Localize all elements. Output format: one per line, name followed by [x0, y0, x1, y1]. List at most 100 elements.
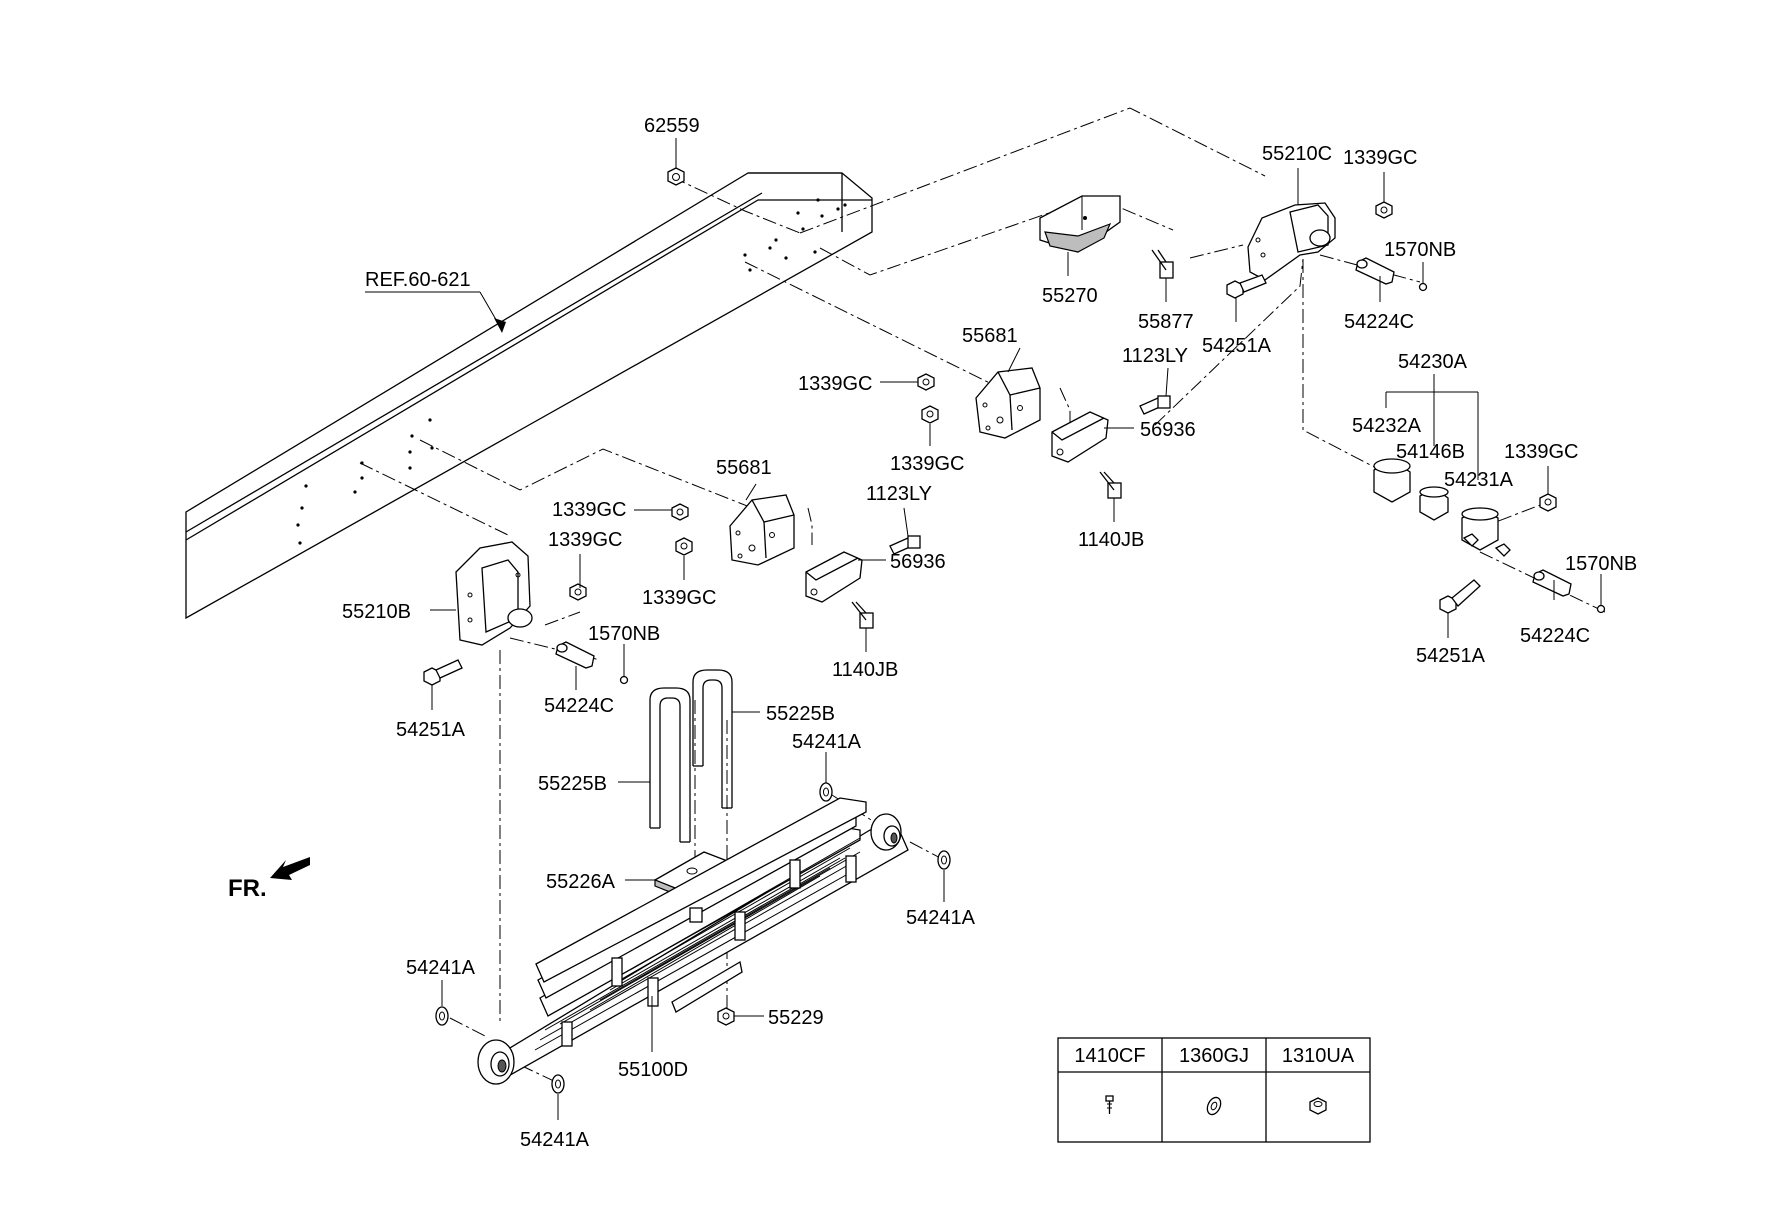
part-56936-lower [805, 551, 863, 603]
label-55226A: 55226A [546, 871, 616, 893]
label-1339GC-e: 1339GC [552, 499, 627, 521]
nut-1339GC-lower-a [671, 503, 689, 521]
label-54251A-a: 54251A [1202, 335, 1272, 357]
label-1123LY-a: 1123LY [1122, 345, 1188, 367]
nut-1339GC-right [1539, 493, 1557, 512]
label-55225B-a: 55225B [766, 703, 835, 725]
label-54241A-c: 54241A [406, 957, 476, 979]
label-54224C-b: 54224C [1520, 625, 1590, 647]
bolt-1140JB-upper [1099, 471, 1122, 499]
ubolt-55225B-left [649, 687, 691, 843]
label-55210C: 55210C [1262, 143, 1332, 165]
label-54241A-b: 54241A [906, 907, 976, 929]
group-bracket-54230A [1385, 374, 1479, 480]
label-1570NB-b: 1570NB [1565, 553, 1637, 575]
part-55681-upper [975, 367, 1041, 439]
part-55210B [455, 541, 533, 646]
label-54231A: 54231A [1444, 469, 1514, 491]
washer-54241A-front-bottom [551, 1074, 565, 1094]
label-62559: 62559 [644, 115, 700, 137]
label-1140JB-b: 1140JB [832, 659, 898, 681]
label-54230A: 54230A [1398, 351, 1468, 373]
part-55877 [1151, 249, 1174, 279]
washer-54241A-rear-top [819, 782, 833, 802]
label-54251A-b: 54251A [1416, 645, 1486, 667]
label-55681-b: 55681 [716, 457, 772, 479]
nut-1339GC-upper-b [921, 405, 939, 424]
label-54241A-d: 54241A [520, 1129, 590, 1151]
bolt-54251A-top [1226, 274, 1267, 299]
bolt-icon [1105, 1095, 1114, 1114]
label-1140JB-a: 1140JB [1078, 529, 1144, 551]
label-54146B: 54146B [1396, 441, 1465, 463]
grease-1570NB-top [1418, 282, 1428, 292]
label-54232A: 54232A [1352, 415, 1422, 437]
washer-icon [1206, 1096, 1222, 1116]
label-1339GC-d: 1339GC [1504, 441, 1579, 463]
label-55225B-b: 55225B [538, 773, 607, 795]
label-55210B: 55210B [342, 601, 411, 623]
label-54251A-c: 54251A [396, 719, 466, 741]
nut-icon [1309, 1097, 1327, 1115]
label-55681-a: 55681 [962, 325, 1018, 347]
part-55681-lower [729, 494, 795, 566]
part-labels: 62559 55210C 1339GC 1570NB 55270 55877 5… [342, 115, 1637, 1151]
bolt-54251A-right [1439, 579, 1481, 614]
legend-table: 1410CF 1360GJ 1310UA [1057, 1037, 1371, 1143]
ubolt-55225B-right [692, 669, 733, 809]
label-1339GC-f: 1339GC [548, 529, 623, 551]
label-55270: 55270 [1042, 285, 1098, 307]
part-54146B [1419, 486, 1449, 521]
bolt-54251A-front [423, 659, 463, 686]
pin-54224C-front [555, 641, 595, 669]
legend-header-3: 1310UA [1282, 1045, 1355, 1067]
bolt-1123LY-lower [889, 535, 921, 555]
label-1570NB-a: 1570NB [1384, 239, 1456, 261]
part-55210C [1247, 202, 1336, 281]
label-1123LY-b: 1123LY [866, 483, 932, 505]
label-55100D: 55100D [618, 1059, 688, 1081]
bolt-1140JB-lower [851, 601, 874, 629]
part-54232A [1373, 458, 1411, 503]
nut-1339GC-top [1375, 201, 1393, 219]
part-55100D [477, 797, 909, 1085]
label-54224C-c: 54224C [544, 695, 614, 717]
part-62559 [667, 167, 685, 186]
washer-54241A-rear-bottom [937, 850, 951, 870]
label-1339GC-a: 1339GC [1343, 147, 1418, 169]
pin-54224C-right [1532, 569, 1572, 597]
grease-1570NB-right [1596, 604, 1606, 614]
label-55229: 55229 [768, 1007, 824, 1029]
frame-rail [185, 172, 873, 620]
legend-header-1: 1410CF [1074, 1045, 1145, 1067]
ref-label: REF.60-621 [365, 269, 471, 291]
front-arrow-icon [270, 857, 310, 880]
nut-1339GC-lower-b [675, 537, 693, 556]
label-1339GC-c: 1339GC [890, 453, 965, 475]
grease-1570NB-front [619, 675, 629, 685]
label-56936-b: 56936 [890, 551, 946, 573]
ref-callout: REF.60-621 [365, 269, 506, 333]
label-1339GC-g: 1339GC [642, 587, 717, 609]
label-55877: 55877 [1138, 311, 1194, 333]
leader-lines [430, 138, 1602, 1120]
nut-1339GC-front [569, 583, 587, 601]
part-54231A [1461, 507, 1511, 557]
label-54241A-a: 54241A [792, 731, 862, 753]
legend-header-2: 1360GJ [1179, 1045, 1249, 1067]
label-56936-a: 56936 [1140, 419, 1196, 441]
bolt-1123LY-upper [1139, 395, 1171, 415]
pin-54224C-top [1355, 257, 1395, 285]
nut-1339GC-upper-a [917, 373, 935, 391]
part-55270 [1039, 195, 1121, 253]
fr-label: FR. [228, 875, 267, 902]
washer-54241A-front-top [435, 1006, 449, 1026]
part-55229 [717, 1007, 735, 1026]
front-direction-indicator: FR. [228, 857, 310, 902]
label-1339GC-b: 1339GC [798, 373, 873, 395]
part-56936-upper [1051, 411, 1109, 463]
label-1570NB-c: 1570NB [588, 623, 660, 645]
label-54224C-a: 54224C [1344, 311, 1414, 333]
